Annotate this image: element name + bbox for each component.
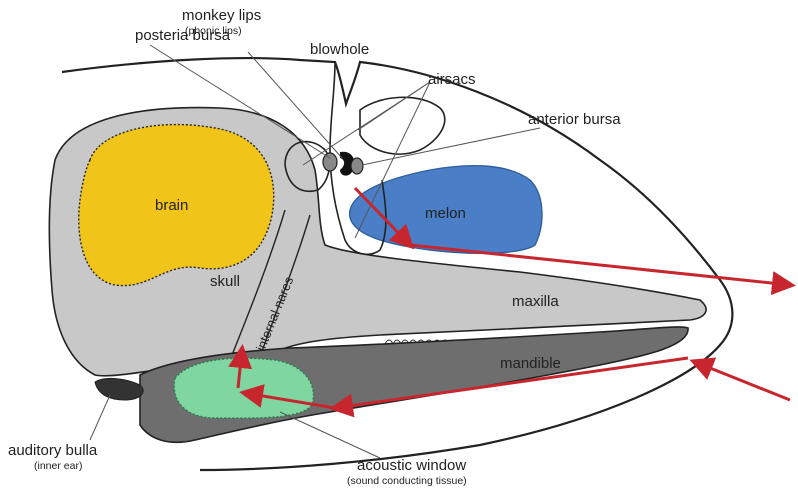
label-anterior-bursa: anterior bursa (528, 111, 621, 128)
label-acoustic-window-sub: (sound conducting tissue) (347, 475, 467, 487)
anterior-bursa-shape (351, 158, 363, 174)
airsac-right (360, 97, 445, 154)
label-melon: melon (425, 205, 466, 222)
label-blowhole: blowhole (310, 41, 369, 58)
label-brain: brain (155, 197, 188, 214)
label-maxilla: maxilla (512, 293, 559, 310)
label-monkey-lips: monkey lips (182, 7, 261, 24)
leader-anterior-bursa (362, 128, 540, 165)
label-monkey-lips-sub: (phonic lips) (185, 25, 242, 37)
arrow-in-jaw (695, 362, 790, 400)
auditory-bulla-shape (95, 378, 143, 400)
leader-acoustic-window (280, 412, 380, 458)
acoustic-window-shape (174, 358, 313, 418)
label-acoustic-window: acoustic window (357, 457, 466, 474)
label-airsacs: airsacs (428, 71, 476, 88)
leader-auditory-bulla (90, 395, 110, 440)
label-auditory-bulla-sub: (inner ear) (34, 460, 82, 472)
label-mandible: mandible (500, 355, 561, 372)
label-skull: skull (210, 273, 240, 290)
posteria-bursa-shape (323, 153, 337, 171)
label-auditory-bulla: auditory bulla (8, 442, 98, 459)
